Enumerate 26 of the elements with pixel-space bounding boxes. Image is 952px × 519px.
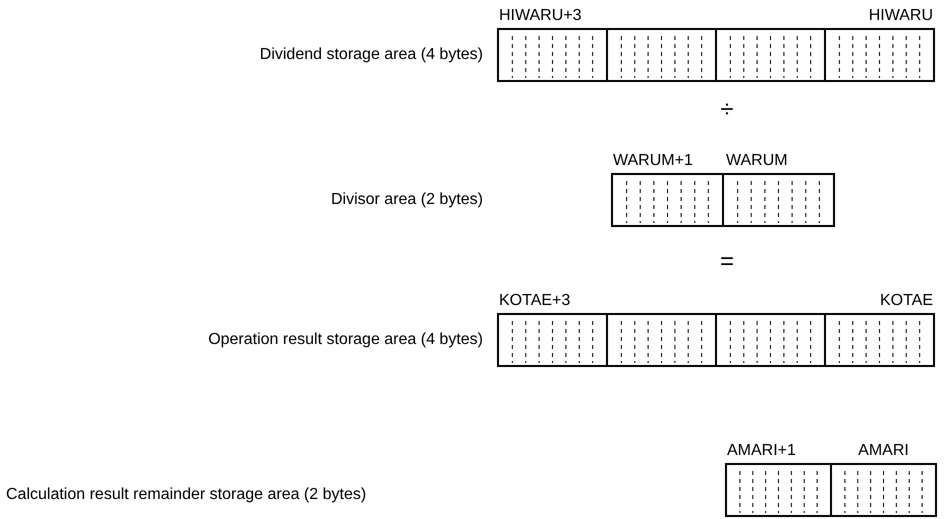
byte-cell — [824, 313, 935, 367]
address-label: WARUM — [726, 151, 788, 171]
address-label: WARUM+1 — [613, 151, 693, 171]
byte-cell — [606, 313, 717, 367]
byte-cell — [715, 313, 826, 367]
equals-sign: = — [720, 250, 734, 274]
area-description: Calculation result remainder storage area (2 bytes) — [6, 485, 366, 505]
address-label: KOTAE — [880, 291, 933, 311]
address-label: HIWARU+3 — [499, 6, 582, 26]
address-label: AMARI — [858, 441, 909, 461]
divide-sign: ÷ — [720, 98, 734, 122]
byte-cell — [606, 28, 717, 82]
byte-cell — [824, 28, 935, 82]
byte-cell — [830, 463, 937, 517]
byte-cell — [725, 463, 832, 517]
byte-cell — [611, 173, 724, 227]
address-label: KOTAE+3 — [499, 291, 570, 311]
byte-cell — [722, 173, 835, 227]
area-description: Dividend storage area (4 bytes) — [260, 45, 483, 65]
address-label: HIWARU — [868, 6, 933, 26]
area-description: Operation result storage area (4 bytes) — [208, 330, 483, 350]
byte-cell — [497, 28, 608, 82]
address-label: AMARI+1 — [727, 441, 796, 461]
byte-cell — [715, 28, 826, 82]
byte-cell — [497, 313, 608, 367]
area-description: Divisor area (2 bytes) — [330, 190, 483, 210]
